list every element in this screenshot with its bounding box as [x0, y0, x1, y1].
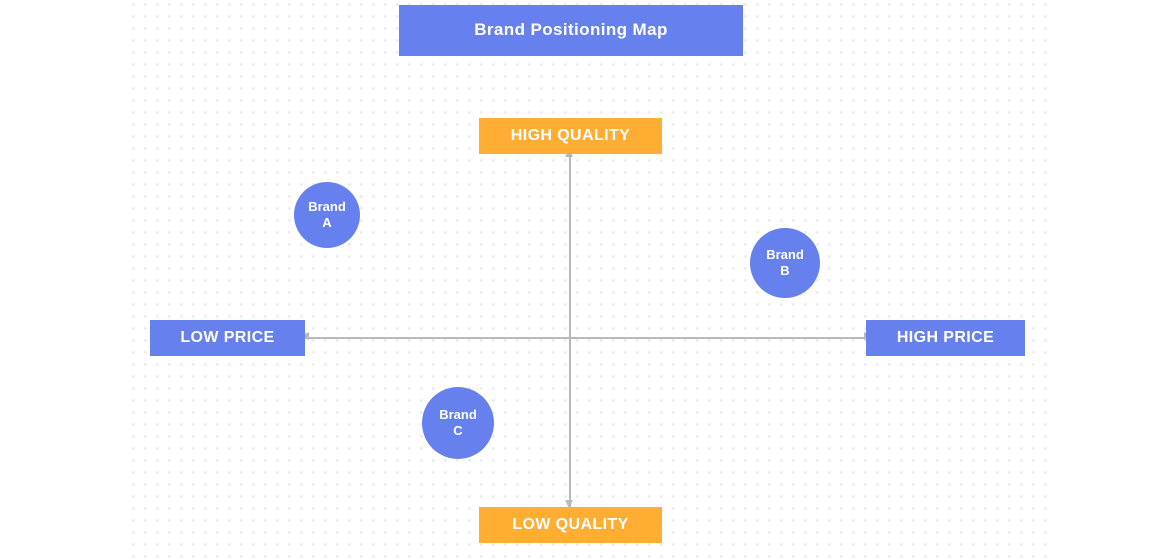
axis-label-low-price: LOW PRICE — [150, 320, 305, 356]
brand-node-a-label: Brand A — [308, 199, 346, 232]
brand-node-b[interactable]: Brand B — [750, 228, 820, 298]
brand-b-line1: Brand — [766, 246, 804, 262]
brand-node-c[interactable]: Brand C — [422, 387, 494, 459]
arrow-down-icon — [565, 500, 573, 508]
dotted-grid-background — [131, 0, 1047, 560]
brand-c-line1: Brand — [439, 406, 477, 422]
brand-node-c-label: Brand C — [439, 407, 477, 440]
brand-c-line2: C — [453, 423, 463, 438]
brand-a-line1: Brand — [308, 198, 346, 214]
axis-label-high-quality: HIGH QUALITY — [479, 118, 662, 154]
diagram-title: Brand Positioning Map — [399, 5, 743, 56]
brand-b-line2: B — [780, 263, 790, 278]
vertical-axis-line — [569, 152, 571, 507]
axis-label-low-quality: LOW QUALITY — [479, 507, 662, 543]
axis-label-high-price: HIGH PRICE — [866, 320, 1025, 356]
brand-node-b-label: Brand B — [766, 247, 804, 280]
brand-node-a[interactable]: Brand A — [294, 182, 360, 248]
brand-a-line2: A — [322, 215, 332, 230]
horizontal-axis-line — [305, 337, 872, 339]
arrow-left-icon — [301, 332, 309, 340]
